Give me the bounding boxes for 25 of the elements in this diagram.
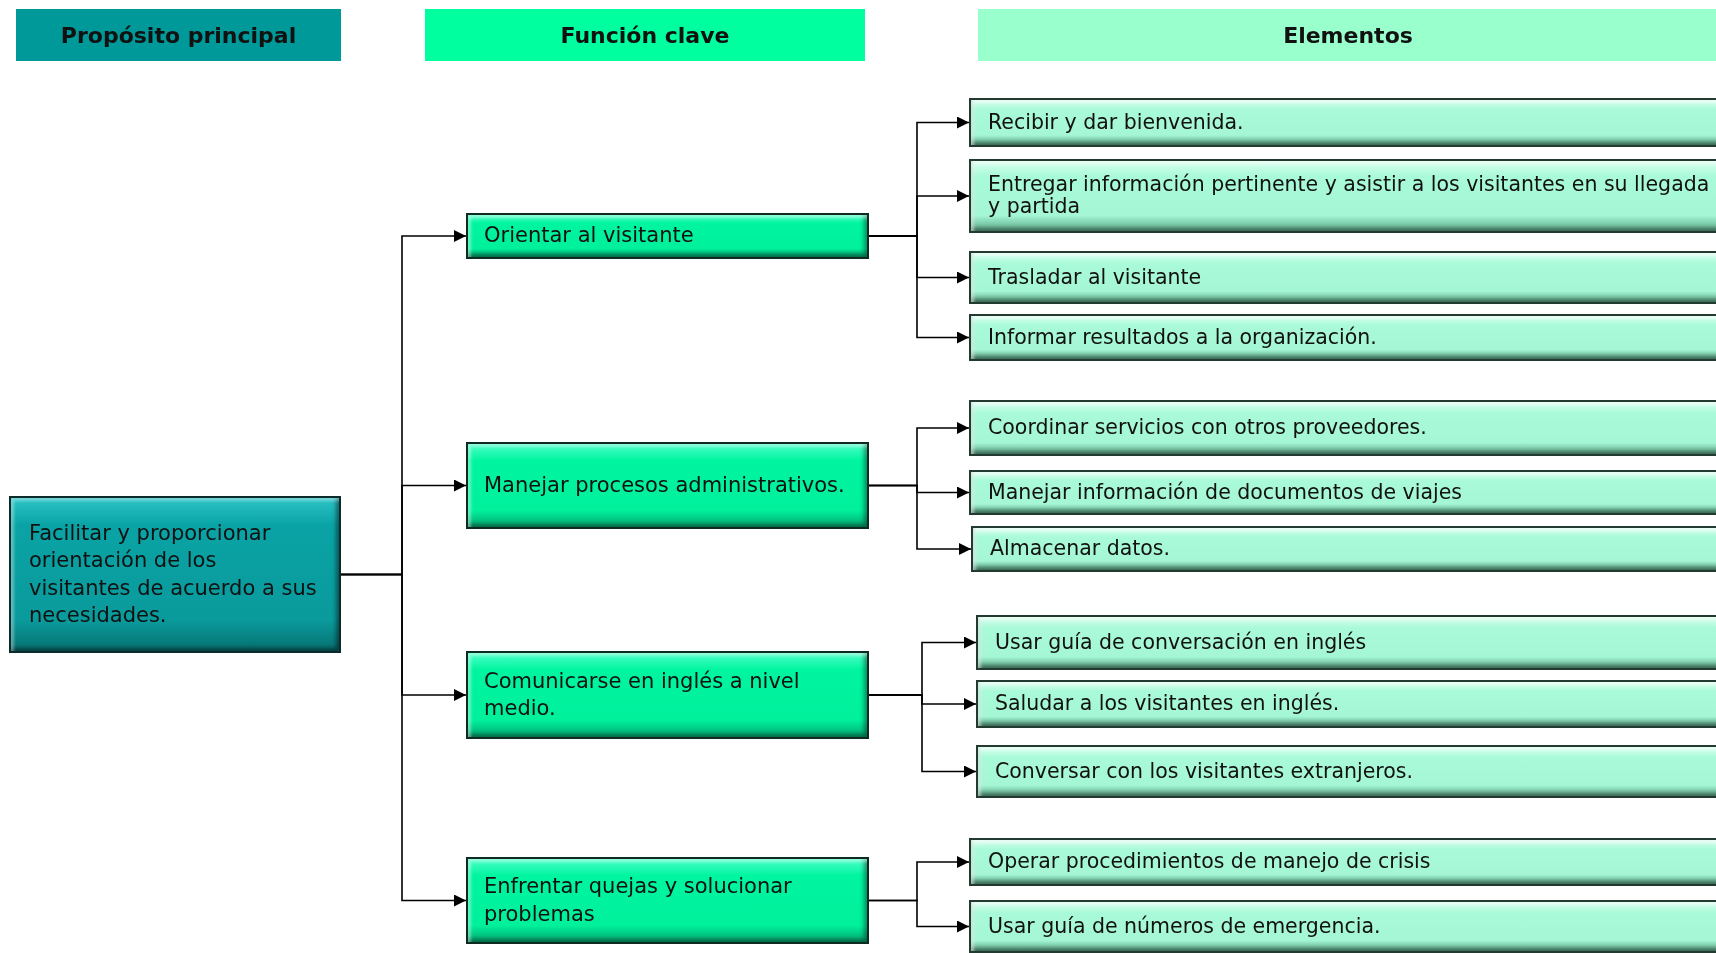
element-box: Entregar información pertinente y asistir a los visitantes en su llegada y partida — [969, 159, 1716, 233]
function-box: Orientar al visitante — [466, 213, 869, 259]
connector-arrow — [868, 235, 970, 344]
function-box: Manejar procesos administrativos. — [466, 442, 869, 529]
column-header: Propósito principal — [16, 9, 341, 61]
function-box: Comunicarse en inglés a nivel medio. — [466, 651, 869, 739]
element-box: Manejar información de documentos de viajes — [969, 470, 1716, 515]
element-box: Informar resultados a la organización. — [969, 314, 1716, 361]
connector-arrow — [868, 694, 977, 778]
connector-arrow — [868, 899, 970, 933]
element-box: Trasladar al visitante — [969, 251, 1716, 304]
element-box: Conversar con los visitantes extranjeros. — [976, 745, 1716, 798]
element-box: Coordinar servicios con otros proveedores. — [969, 400, 1716, 456]
element-box: Almacenar datos. — [971, 526, 1716, 572]
connector-arrow — [868, 484, 972, 555]
element-box: Usar guía de conversación en inglés — [976, 615, 1716, 670]
element-box: Usar guía de números de emergencia. — [969, 900, 1716, 953]
column-header: Elementos — [978, 9, 1716, 61]
function-box: Enfrentar quejas y solucionar problemas — [466, 857, 869, 944]
purpose-box: Facilitar y proporcionar orientación de los visitantes de acuerdo a sus necesidades. — [9, 496, 341, 653]
column-header: Función clave — [425, 9, 865, 61]
element-box: Operar procedimientos de manejo de crisis — [969, 838, 1716, 886]
element-box: Recibir y dar bienvenida. — [969, 98, 1716, 147]
element-box: Saludar a los visitantes en inglés. — [976, 680, 1716, 728]
connector-arrow — [340, 573, 467, 907]
